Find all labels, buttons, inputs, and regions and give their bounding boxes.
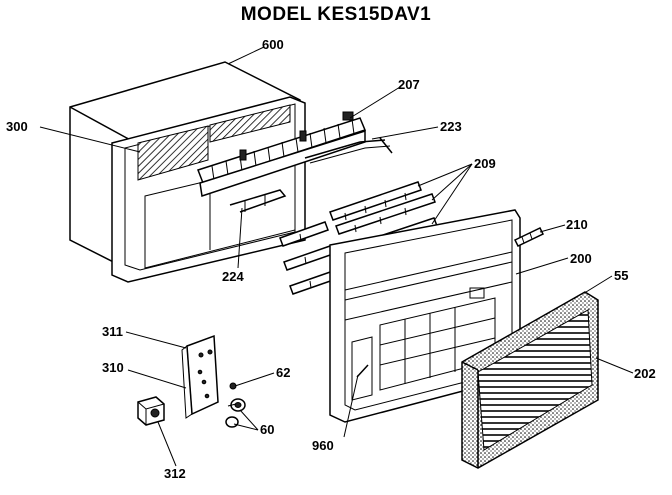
diagram-title: MODEL KES15DAV1 (240, 4, 432, 25)
label-312: 312 (164, 466, 186, 481)
label-200: 200 (570, 251, 592, 266)
label-600: 600 (262, 37, 284, 52)
label-960: 960 (312, 438, 334, 453)
label-207: 207 (398, 77, 420, 92)
label-209: 209 (474, 156, 496, 171)
control-bracket (181, 334, 219, 419)
label-202: 202 (634, 366, 656, 381)
label-55: 55 (614, 268, 628, 283)
label-62: 62 (276, 365, 290, 380)
label-300: 300 (6, 119, 28, 134)
label-311: 311 (102, 324, 123, 339)
part-labels: 600 300 207 223 209 224 210 200 55 311 3… (6, 37, 656, 481)
label-60: 60 (260, 422, 274, 437)
cabinet-assembly (69, 61, 306, 283)
selector-switch (137, 396, 165, 426)
leader-lines (39, 46, 634, 467)
label-210: 210 (566, 217, 588, 232)
label-224: 224 (222, 269, 244, 284)
label-223: 223 (440, 119, 462, 134)
label-310: 310 (102, 360, 124, 375)
louver-linkage (304, 137, 393, 164)
louver-bracket (229, 189, 287, 213)
louver-assembly (197, 111, 367, 197)
filter-rod (513, 227, 545, 247)
air-filter (461, 291, 599, 469)
control-knobs (225, 382, 246, 428)
